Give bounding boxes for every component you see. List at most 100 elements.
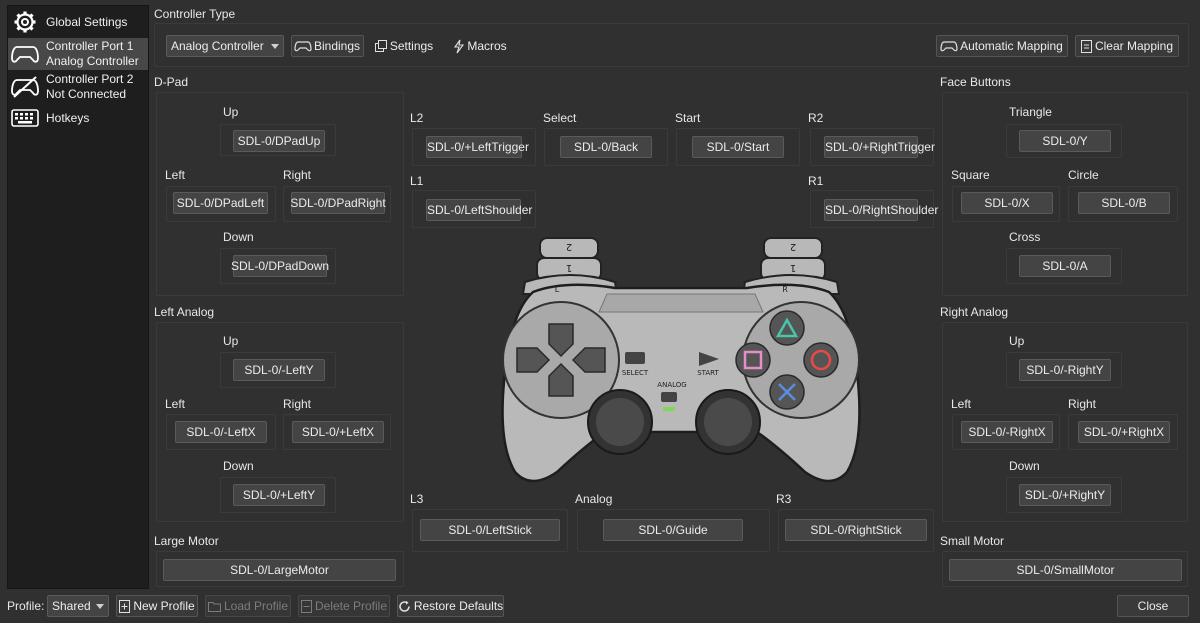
select-label: Select (543, 111, 577, 125)
dpad-right-binding[interactable]: SDL-0/DPadRight (290, 192, 386, 214)
new-profile-label: New Profile (133, 599, 195, 613)
sidebar-item-text: Controller Port 2 Not Connected (46, 72, 133, 102)
controller-analog-led (663, 407, 675, 411)
controller-select-button (625, 352, 645, 364)
large-motor-binding[interactable]: SDL-0/LargeMotor (163, 559, 396, 581)
small-motor-label: Small Motor (940, 534, 1005, 548)
left-analog-down-binding[interactable]: SDL-0/+LeftY (233, 484, 325, 506)
sidebar-item-controller-port-2[interactable]: Controller Port 2 Not Connected (8, 71, 148, 103)
gamepad-icon (10, 39, 40, 69)
left-analog-left-frame (166, 414, 276, 450)
analog-label: Analog (575, 492, 613, 506)
analog-binding[interactable]: SDL-0/Guide (603, 519, 743, 541)
close-button[interactable]: Close (1117, 595, 1189, 617)
profile-label: Profile: (7, 599, 45, 613)
gamepad-disconnected-icon (10, 72, 40, 102)
right-analog-left-binding[interactable]: SDL-0/-RightX (961, 421, 1053, 443)
l1-binding[interactable]: SDL-0/LeftShoulder (426, 199, 532, 221)
load-profile-label: Load Profile (223, 599, 289, 613)
sidebar-item-subtitle: Not Connected (46, 87, 127, 101)
cross-binding[interactable]: SDL-0/A (1019, 255, 1111, 277)
left-analog-up-frame (220, 352, 336, 388)
left-analog-left-binding[interactable]: SDL-0/-LeftX (175, 421, 267, 443)
r1-binding[interactable]: SDL-0/RightShoulder (824, 199, 938, 221)
load-profile-button[interactable]: Load Profile (205, 595, 291, 617)
controller-type-group (154, 23, 1189, 67)
small-motor-binding[interactable]: SDL-0/SmallMotor (949, 559, 1182, 581)
dpad-group (156, 92, 404, 296)
r3-frame (778, 509, 934, 552)
square-binding[interactable]: SDL-0/X (961, 192, 1053, 214)
r2-binding[interactable]: SDL-0/+RightTrigger (824, 136, 935, 158)
dpad-left-binding[interactable]: SDL-0/DPadLeft (173, 192, 268, 214)
l3-binding[interactable]: SDL-0/LeftStick (420, 519, 560, 541)
sidebar-item-controller-port-1[interactable]: Controller Port 1 Analog Controller (8, 38, 148, 70)
dpad-left-frame (166, 186, 276, 222)
right-analog-right-frame (1068, 414, 1178, 450)
sidebar-item-text: Controller Port 1 Analog Controller (46, 39, 139, 69)
sidebar-item-label: Hotkeys (46, 110, 90, 125)
delete-profile-button[interactable]: Delete Profile (298, 595, 390, 617)
refresh-icon (398, 600, 411, 613)
l2-binding[interactable]: SDL-0/+LeftTrigger (426, 136, 529, 158)
triangle-frame (1006, 124, 1122, 158)
dpad-down-binding[interactable]: SDL-0/DPadDown (231, 255, 329, 277)
analog-frame (577, 509, 770, 552)
l3-label: L3 (410, 492, 424, 506)
circle-binding[interactable]: SDL-0/B (1078, 192, 1170, 214)
l1-label: L1 (410, 174, 424, 188)
right-trigger-2-text: 2 (790, 241, 796, 252)
sidebar-item-hotkeys[interactable]: Hotkeys (8, 105, 148, 131)
right-analog-up-label: Up (1009, 334, 1025, 348)
dpad-down-label: Down (223, 230, 254, 244)
right-analog-right-binding[interactable]: SDL-0/+RightX (1078, 421, 1170, 443)
triangle-binding[interactable]: SDL-0/Y (1019, 130, 1111, 152)
circle-label: Circle (1068, 168, 1099, 182)
l2-frame (412, 128, 536, 166)
macros-button[interactable]: Macros (449, 35, 512, 57)
right-analog-down-binding[interactable]: SDL-0/+RightY (1019, 484, 1111, 506)
r2-label: R2 (808, 111, 824, 125)
controller-type-select[interactable]: Analog Controller (166, 35, 284, 57)
r3-label: R3 (776, 492, 792, 506)
bindings-button[interactable]: Bindings (291, 35, 364, 57)
gear-icon (10, 7, 40, 37)
controller-l-text: L (555, 285, 560, 294)
gamepad-icon (294, 40, 312, 52)
large-motor-label: Large Motor (154, 534, 219, 548)
controller-dpad (516, 323, 606, 397)
start-binding[interactable]: SDL-0/Start (692, 136, 784, 158)
right-analog-label: Right Analog (940, 305, 1009, 319)
restore-defaults-label: Restore Defaults (413, 599, 504, 613)
right-analog-group (942, 322, 1188, 522)
restore-defaults-button[interactable]: Restore Defaults (397, 595, 504, 617)
r3-binding[interactable]: SDL-0/RightStick (785, 519, 927, 541)
settings-button[interactable]: Settings (371, 35, 437, 57)
square-icon (743, 350, 763, 370)
automatic-mapping-button[interactable]: Automatic Mapping (936, 35, 1068, 57)
new-profile-button[interactable]: New Profile (116, 595, 198, 617)
profile-select[interactable]: Shared (47, 595, 109, 617)
controller-type-value: Analog Controller (171, 39, 264, 53)
delete-document-icon (300, 599, 312, 613)
dpad-up-label: Up (223, 105, 239, 119)
controller-analog-text: ANALOG (657, 381, 686, 389)
left-analog-up-label: Up (223, 334, 239, 348)
left-analog-left-label: Left (165, 397, 186, 411)
dpad-up-binding[interactable]: SDL-0/DPadUp (233, 130, 325, 152)
clear-mapping-button[interactable]: Clear Mapping (1075, 35, 1179, 57)
sidebar-item-global-settings[interactable]: Global Settings (8, 7, 148, 37)
left-analog-right-frame (283, 414, 391, 450)
cross-frame (1006, 248, 1122, 284)
right-analog-down-frame (1006, 477, 1122, 513)
select-binding[interactable]: SDL-0/Back (560, 136, 652, 158)
left-analog-up-binding[interactable]: SDL-0/-LeftY (233, 359, 325, 381)
right-analog-down-label: Down (1009, 459, 1040, 473)
left-analog-right-binding[interactable]: SDL-0/+LeftX (292, 421, 384, 443)
controller-r-text: R (782, 285, 788, 294)
left-analog-group (156, 322, 404, 522)
right-analog-up-binding[interactable]: SDL-0/-RightY (1019, 359, 1111, 381)
dpad-up-frame (220, 124, 336, 156)
dpad-right-frame (283, 186, 391, 222)
right-analog-up-frame (1006, 352, 1122, 388)
